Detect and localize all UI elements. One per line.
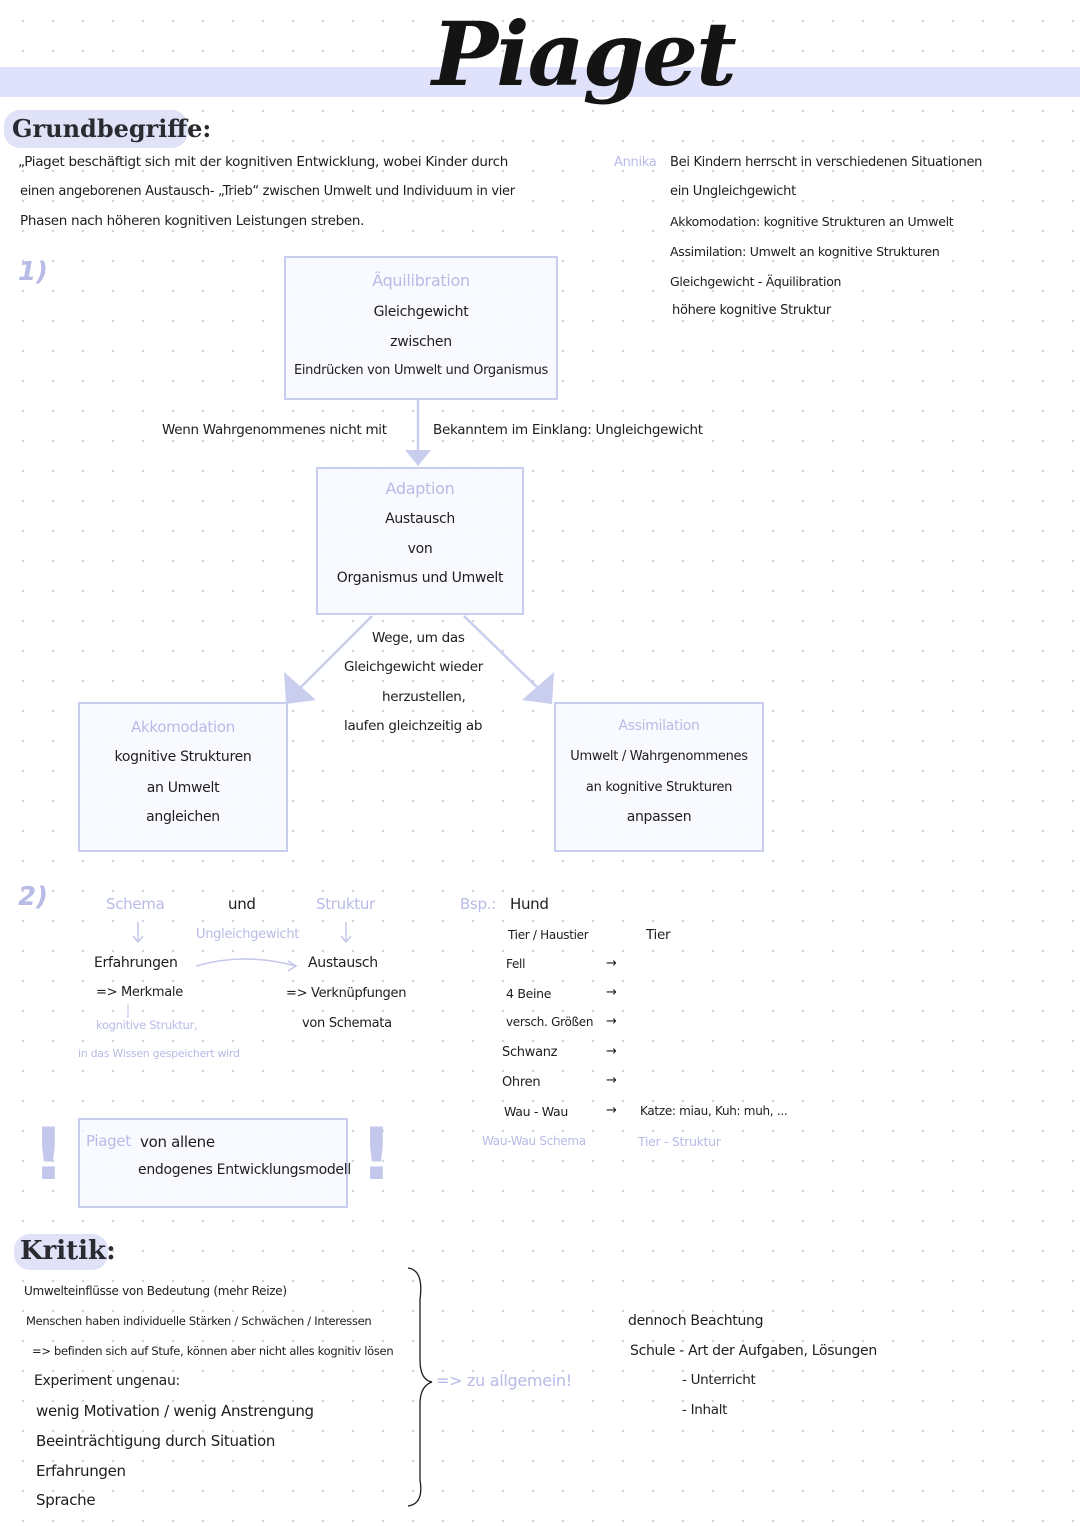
page-title: Piaget [432, 2, 737, 106]
schule-label: Schule - Art der Aufgaben, Lösungen [630, 1343, 877, 1359]
box-adaption-line-2: von [407, 541, 433, 557]
side-line-1: Bei Kindern herrscht in verschiedenen Si… [670, 155, 983, 170]
box-assimilation-line-2: an kognitive Strukturen [585, 780, 733, 795]
bsp-item-5: Schwanz [502, 1045, 558, 1060]
arrow-5: → [606, 1073, 617, 1088]
intro-line-3: Phasen nach höheren kognitiven Leistunge… [20, 213, 365, 229]
bsp-item-3: 4 Beine [506, 986, 552, 1001]
note-box: Piaget von allene endogenes Entwicklungs… [78, 1118, 351, 1208]
box-assimilation-line-1: Umwelt / Wahrgenommenes [570, 749, 748, 764]
box-akkomodation: Akkomodation kognitive Strukturen an Umw… [78, 702, 288, 852]
title-band [0, 67, 1080, 97]
box-aequilibration: Äquilibration Gleichgewicht zwischen Ein… [284, 256, 558, 400]
unterricht-label: - Unterricht [682, 1372, 756, 1388]
side-line-5: Gleichgewicht - Äquilibration [670, 274, 842, 289]
und-label: und [228, 895, 256, 913]
connector-text-right: Bekanntem im Einklang: Ungleichgewicht [433, 422, 703, 438]
box-aequilibration-line-1: Gleichgewicht [373, 304, 469, 320]
section-number-1: 1) [18, 257, 48, 287]
note-line-1: von allene [140, 1133, 215, 1151]
kritik-item-8: Sprache [36, 1491, 96, 1509]
bsp-item-4: versch. Größen [506, 1015, 594, 1029]
tier-label: Tier [646, 927, 671, 943]
heading-grundbegriffe: Grundbegriffe: [12, 114, 212, 143]
side-line-2: ein Ungleichgewicht [670, 184, 796, 199]
kritik-item-3: => befinden sich auf Stufe, können aber … [32, 1344, 394, 1358]
heading-kritik: Kritik: [20, 1236, 116, 1266]
box-adaption-line-1: Austausch [385, 511, 455, 527]
verknuepfungen-label: => Verknüpfungen [286, 986, 407, 1001]
box-akkomodation-line-2: an Umwelt [146, 780, 220, 796]
bsp-label: Bsp.: [460, 895, 496, 913]
kritik-item-5: wenig Motivation / wenig Anstrengung [36, 1402, 314, 1420]
arrow-1: → [606, 956, 617, 971]
austausch-label: Austausch [308, 955, 378, 971]
von-schemata-label: von Schemata [302, 1016, 392, 1031]
bsp-item-2: Fell [506, 957, 526, 971]
bsp-item-1: Tier / Haustier [508, 928, 589, 942]
bsp-word: Hund [510, 895, 549, 913]
kog-struktur-label: kognitive Struktur, [96, 1018, 198, 1032]
kritik-item-6: Beeinträchtigung durch Situation [36, 1432, 276, 1450]
box-aequilibration-title: Äquilibration [372, 271, 470, 290]
heading-highlight [4, 110, 188, 148]
box-assimilation: Assimilation Umwelt / Wahrgenommenes an … [554, 702, 764, 852]
box-akkomodation-line-1: kognitive Strukturen [114, 749, 252, 765]
box-assimilation-title: Assimilation [618, 718, 700, 734]
arrow-6: → [606, 1103, 617, 1118]
wauwau-schema-label: Wau-Wau Schema [482, 1134, 586, 1148]
arrow-2: → [606, 985, 617, 1000]
dennoch-label: dennoch Beachtung [628, 1313, 764, 1329]
kritik-item-7: Erfahrungen [36, 1462, 126, 1480]
section-number-2: 2) [18, 882, 48, 912]
wege-line-3: herzustellen, [382, 689, 466, 705]
schema-label: Schema [106, 895, 165, 913]
intro-line-1: „Piaget beschäftigt sich mit der kogniti… [18, 154, 509, 170]
side-label: Annika [614, 155, 657, 170]
katze-label: Katze: miau, Kuh: muh, ... [640, 1104, 788, 1118]
kritik-item-2: Menschen haben individuelle Stärken / Sc… [26, 1314, 372, 1328]
struktur-label: Struktur [316, 895, 375, 913]
zu-allgemein-label: => zu allgemein! [436, 1371, 572, 1390]
kritik-item-1: Umwelteinflüsse von Bedeutung (mehr Reiz… [24, 1284, 287, 1298]
box-adaption: Adaption Austausch von Organismus und Um… [316, 467, 524, 615]
side-line-3: Akkomodation: kognitive Strukturen an Um… [670, 214, 954, 229]
wissen-label: in das Wissen gespeichert wird [78, 1047, 240, 1060]
wege-line-1: Wege, um das [372, 630, 465, 646]
connector-text-left: Wenn Wahrgenommenes nicht mit [162, 422, 387, 438]
exclamation-left-icon: ! [32, 1112, 65, 1196]
wege-line-4: laufen gleichzeitig ab [344, 718, 483, 734]
erfahrungen-label: Erfahrungen [94, 955, 178, 971]
merkmale-label: => Merkmale [96, 985, 183, 1000]
side-line-6: höhere kognitive Struktur [672, 303, 831, 318]
box-aequilibration-line-3: Eindrücken von Umwelt und Organismus [293, 363, 549, 378]
kritik-highlight [14, 1234, 108, 1270]
inhalt-label: - Inhalt [682, 1402, 728, 1418]
tier-struktur-label: Tier - Struktur [638, 1134, 721, 1149]
box-akkomodation-line-3: angleichen [146, 809, 220, 825]
exclamation-right-icon: ! [360, 1112, 393, 1196]
box-aequilibration-line-2: zwischen [390, 334, 452, 350]
box-akkomodation-title: Akkomodation [131, 718, 235, 736]
note-label: Piaget [86, 1132, 131, 1150]
side-line-4: Assimilation: Umwelt an kognitive Strukt… [670, 244, 940, 259]
note-line-2: endogenes Entwicklungsmodell [138, 1162, 351, 1178]
kritik-item-4: Experiment ungenau: [34, 1373, 180, 1389]
bsp-item-6: Ohren [502, 1075, 541, 1090]
box-adaption-line-3: Organismus und Umwelt [336, 570, 504, 586]
arrow-3: → [606, 1014, 617, 1029]
bsp-item-7: Wau - Wau [504, 1104, 569, 1119]
box-adaption-title: Adaption [385, 479, 455, 498]
intro-line-2: einen angeborenen Austausch- „Trieb“ zwi… [20, 184, 515, 199]
box-assimilation-line-3: anpassen [626, 809, 692, 825]
wege-line-2: Gleichgewicht wieder [344, 659, 483, 675]
ungleichgewicht-label: Ungleichgewicht [196, 927, 300, 942]
arrow-4: → [606, 1044, 617, 1059]
